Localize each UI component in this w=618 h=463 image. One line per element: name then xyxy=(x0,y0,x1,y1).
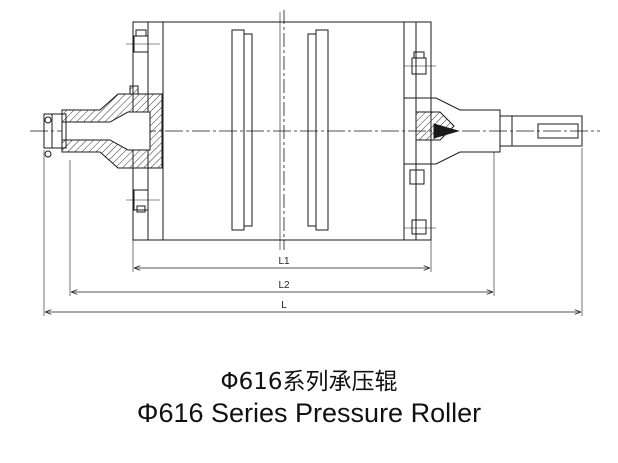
right-bolts xyxy=(404,51,436,235)
left-shaft xyxy=(43,113,67,149)
dim-label-l: L xyxy=(281,300,287,311)
right-shaft xyxy=(499,115,583,147)
right-bearing-housing xyxy=(403,97,501,165)
caption-english: Φ616 Series Pressure Roller xyxy=(136,398,482,428)
left-bolts xyxy=(44,29,160,213)
pressure-roller-drawing: L1 L2 L xyxy=(30,10,600,316)
dim-label-l1: L1 xyxy=(278,256,290,267)
caption-chinese: Φ616系列承压辊 xyxy=(220,369,398,395)
dim-label-l2: L2 xyxy=(278,280,290,291)
